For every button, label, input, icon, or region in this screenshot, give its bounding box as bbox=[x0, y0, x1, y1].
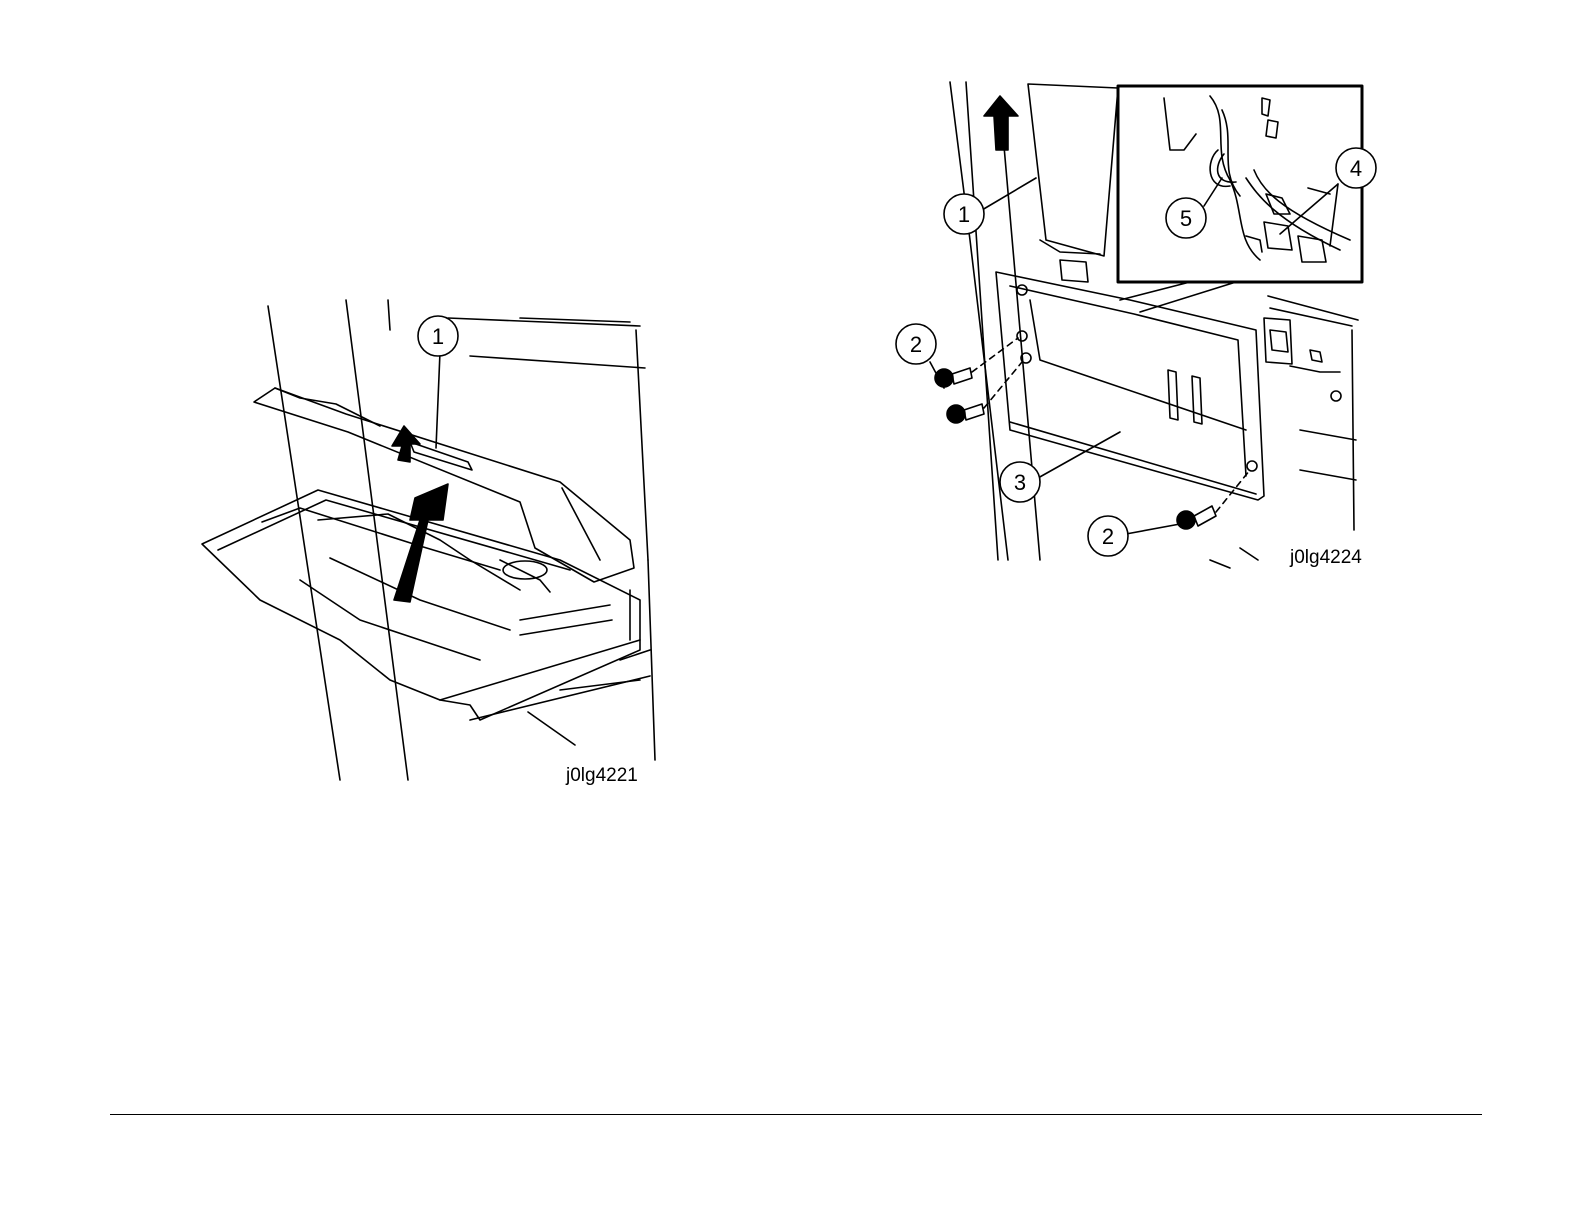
latch-bracket bbox=[1264, 318, 1340, 372]
callout-1-label: 1 bbox=[958, 202, 970, 227]
callout-2-leader bbox=[1126, 524, 1180, 534]
screw-icon bbox=[1177, 506, 1216, 529]
inset-detail bbox=[1118, 86, 1362, 312]
callout-3-label: 3 bbox=[1014, 470, 1026, 495]
callout-4-label: 4 bbox=[1350, 156, 1362, 181]
up-arrow-icon bbox=[984, 96, 1018, 150]
figure-right-id: j0lg4224 bbox=[1289, 547, 1362, 568]
callout-5-label: 5 bbox=[1180, 206, 1192, 231]
footer-rule bbox=[110, 1114, 1482, 1115]
upper-cover bbox=[1028, 84, 1118, 282]
rear-cover bbox=[996, 272, 1341, 500]
screw-path-line bbox=[972, 338, 1018, 372]
callout-2-label: 2 bbox=[1102, 524, 1114, 549]
callout-2-label: 2 bbox=[910, 332, 922, 357]
callout-3-leader bbox=[1038, 432, 1120, 478]
screw-icon bbox=[935, 368, 972, 387]
screw-icon bbox=[947, 404, 984, 423]
